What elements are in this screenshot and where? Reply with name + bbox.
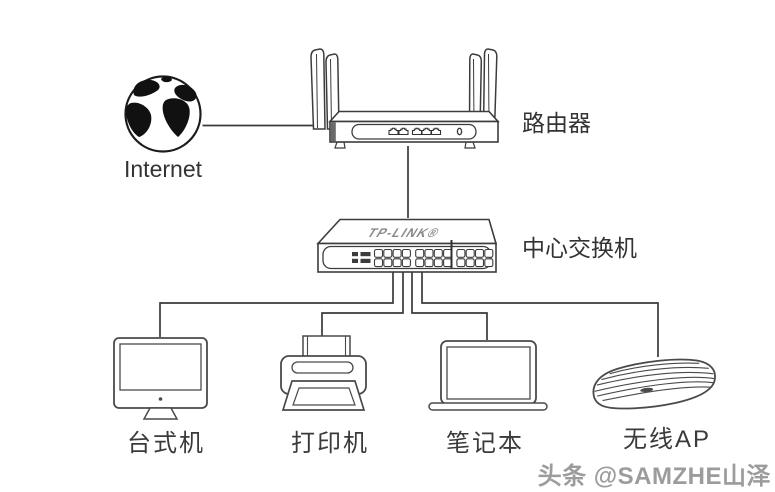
switch-ports [373,248,494,268]
desktop-label: 台式机 [127,430,205,457]
router-power-indicator [456,127,463,136]
link-switch-ap [421,272,659,357]
laptop-label: 笔记本 [446,430,524,457]
switch-brand-text: TP-LINK® [364,226,443,240]
rack-switch-icon: TP-LINK® [316,218,498,273]
link-switch-laptop [411,272,488,340]
printer-paper-out [292,387,356,406]
router-top-face [328,110,500,123]
watermark-text: 头条 @SAMZHE山泽 [537,463,771,490]
switch-label: 中心交换机 [522,235,637,261]
router-antennas [310,48,498,130]
printer-label: 打印机 [291,430,369,457]
connection-lines [159,124,659,357]
printer-slot [291,361,354,374]
ap-label: 无线AP [622,426,711,453]
router-ports [388,127,442,136]
switch-led-block [352,252,371,263]
wireless-router-icon [310,48,500,149]
ceiling-ap-icon [592,358,716,410]
link-switch-desktop [159,272,394,337]
printer-icon [280,335,367,411]
internet-label: Internet [124,156,202,182]
globe-icon [124,75,202,153]
laptop-icon [428,340,548,411]
ap-logo-mark [640,387,654,393]
link-switch-printer [321,272,404,336]
router-port-panel [351,123,477,140]
desktop-monitor-icon [113,337,208,420]
router-label: 路由器 [522,110,591,136]
